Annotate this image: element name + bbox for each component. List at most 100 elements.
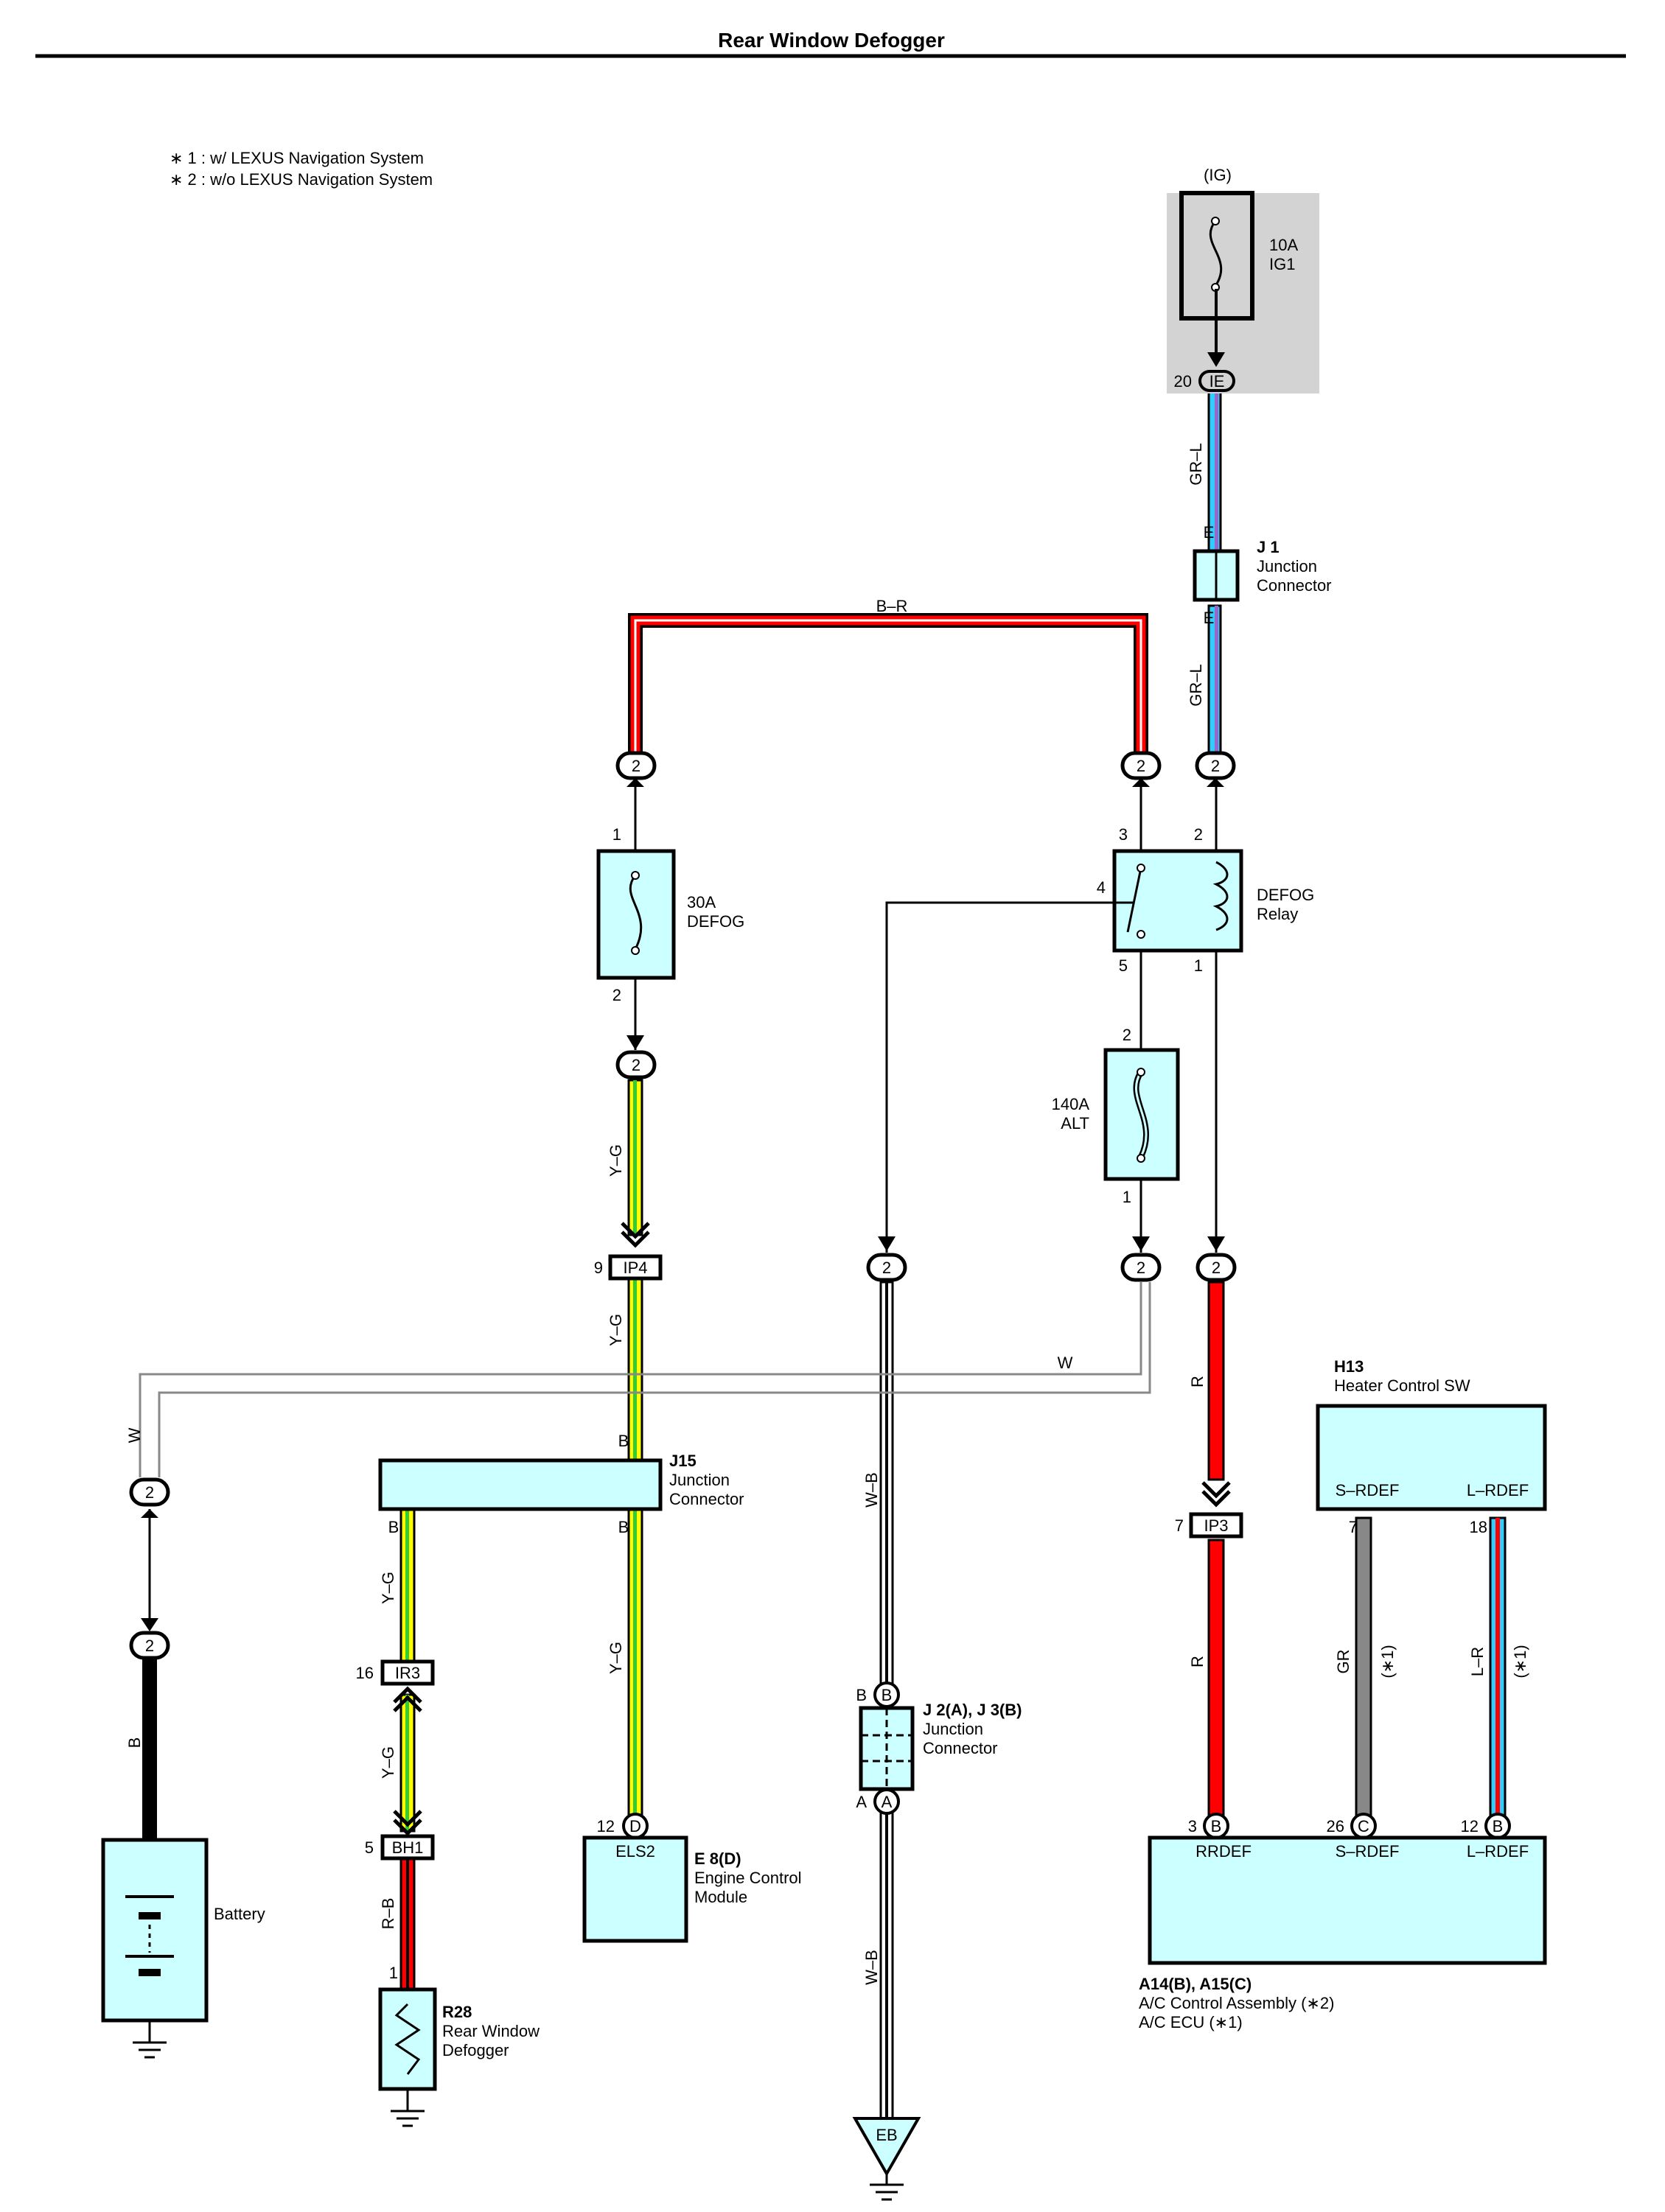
defog-fuse bbox=[596, 849, 676, 980]
ir3-pin: 16 bbox=[356, 1664, 374, 1682]
ig-label: (IG) bbox=[1204, 166, 1232, 184]
j15-pin-bottom: B bbox=[618, 1518, 629, 1536]
wire-r-b bbox=[399, 1857, 416, 1992]
r28-name2: Defogger bbox=[442, 2041, 509, 2059]
svg-text:2: 2 bbox=[1137, 1259, 1145, 1277]
connector-y-g-top: 2 bbox=[615, 1050, 657, 1079]
j2-pin-top-label: B bbox=[856, 1686, 867, 1704]
wire-label-l-r-note: (∗1) bbox=[1511, 1645, 1529, 1678]
wire-label-gr-note: (∗1) bbox=[1378, 1645, 1397, 1678]
wire-r bbox=[1207, 1281, 1225, 1829]
ip4-arrow bbox=[621, 1222, 650, 1248]
wire-label-b: B bbox=[125, 1737, 144, 1749]
j2-pin-bottom-letter: A bbox=[882, 1793, 893, 1811]
r28-name1: Rear Window bbox=[442, 2022, 540, 2040]
j1-code: J 1 bbox=[1257, 538, 1280, 556]
arrow-up-battery bbox=[141, 1509, 158, 1518]
ip4-pin: 9 bbox=[594, 1259, 603, 1277]
ground-eb bbox=[852, 2117, 921, 2201]
ip4-code: IP4 bbox=[623, 1259, 647, 1277]
note-2: ∗ 2 : w/o LEXUS Navigation System bbox=[170, 170, 433, 189]
ip3-pin: 7 bbox=[1175, 1516, 1184, 1535]
connector-battery-bottom: 2 bbox=[129, 1631, 170, 1660]
relay-pin2: 2 bbox=[1194, 825, 1203, 844]
ac-code: A14(B), A15(C) bbox=[1139, 1975, 1252, 1993]
defog-fuse-pin-bottom: 2 bbox=[612, 986, 621, 1004]
wire-label-y-g-3: Y–G bbox=[607, 1642, 625, 1674]
wire-label-l-r: L–R bbox=[1468, 1647, 1487, 1676]
h13-pin2: 18 bbox=[1470, 1518, 1487, 1536]
note-1: ∗ 1 : w/ LEXUS Navigation System bbox=[170, 149, 424, 167]
wire-label-y-g-5: Y–G bbox=[379, 1746, 397, 1779]
bh1-pin: 5 bbox=[365, 1838, 374, 1857]
bh1-code: BH1 bbox=[392, 1838, 424, 1857]
arrow-up-relay3 bbox=[1132, 778, 1150, 787]
j2-pin-bottom-connector bbox=[873, 1788, 900, 1815]
j15-name2: Connector bbox=[669, 1490, 744, 1508]
wire-label-r-2: R bbox=[1188, 1656, 1207, 1667]
wire-gr bbox=[1355, 1516, 1372, 1829]
ac-name2: A/C ECU (∗1) bbox=[1139, 2013, 1243, 2031]
ie-connector bbox=[1198, 370, 1235, 392]
connector-b-r-left: 2 bbox=[615, 751, 657, 780]
bh1-arrow bbox=[393, 1810, 422, 1836]
svg-text:2: 2 bbox=[1211, 757, 1220, 775]
connector-battery-top: 2 bbox=[129, 1477, 170, 1507]
relay-name1: DEFOG bbox=[1257, 886, 1314, 904]
ac-pin-number-2: 26 bbox=[1327, 1817, 1344, 1835]
wire-label-r-1: R bbox=[1188, 1376, 1207, 1387]
svg-text:2: 2 bbox=[632, 757, 640, 775]
ac-term-lrdef: L–RDEF bbox=[1467, 1842, 1529, 1861]
ig-fuse-box bbox=[1167, 191, 1319, 393]
connector-b-r-right: 2 bbox=[1120, 751, 1162, 780]
wire-label-r-b: R–B bbox=[379, 1898, 397, 1930]
r28-code: R28 bbox=[442, 2003, 472, 2021]
wire-label-y-g-1: Y–G bbox=[607, 1144, 625, 1177]
battery bbox=[101, 1838, 209, 2059]
j15-pin-left: B bbox=[388, 1518, 399, 1536]
page-title: Rear Window Defogger bbox=[718, 29, 945, 52]
arrow-down-r bbox=[1207, 1236, 1225, 1251]
ip3-code: IP3 bbox=[1204, 1516, 1228, 1535]
r28-pin: 1 bbox=[389, 1964, 398, 1982]
relay-pin5: 5 bbox=[1119, 956, 1128, 975]
defog-fuse-name: DEFOG bbox=[687, 912, 744, 931]
svg-text:C: C bbox=[1358, 1817, 1369, 1835]
ir3-arrow bbox=[393, 1686, 422, 1712]
alt-fuse-pin-top: 2 bbox=[1123, 1026, 1131, 1044]
defog-fuse-rating: 30A bbox=[687, 893, 716, 911]
j1-pin-top: E bbox=[1204, 523, 1215, 542]
relay-name2: Relay bbox=[1257, 905, 1298, 923]
bh1-connector bbox=[380, 1834, 435, 1861]
wire-label-y-g-4: Y–G bbox=[379, 1572, 397, 1604]
j2-j3-junction bbox=[859, 1706, 915, 1791]
arrow-down-wb bbox=[878, 1236, 896, 1251]
wire-label-w-b-1: W–B bbox=[862, 1472, 881, 1508]
ac-pin-srdef: C bbox=[1350, 1813, 1377, 1839]
j2-pin-bottom-label: A bbox=[856, 1793, 867, 1811]
connector-r: 2 bbox=[1195, 1253, 1237, 1282]
ip3-connector bbox=[1189, 1512, 1243, 1539]
wire-label-b-r: B–R bbox=[876, 597, 908, 615]
ir3-code: IR3 bbox=[395, 1664, 420, 1682]
wire-label-gr-l-2: GR–L bbox=[1187, 664, 1205, 706]
wire-label-gr: GR bbox=[1334, 1650, 1352, 1674]
j2-pin-top-letter: B bbox=[882, 1686, 893, 1704]
wire-label-w-b-2: W–B bbox=[862, 1950, 881, 1985]
ac-pin-number-3: 12 bbox=[1461, 1817, 1479, 1835]
relay-pin1: 1 bbox=[1194, 956, 1203, 975]
wire-gr-l bbox=[1207, 389, 1222, 763]
wire-b-r bbox=[628, 613, 1148, 752]
j2-name2: Connector bbox=[923, 1739, 998, 1757]
h13-term1: S–RDEF bbox=[1336, 1481, 1400, 1499]
j15-pin-top: B bbox=[618, 1432, 629, 1450]
j15-name1: Junction bbox=[669, 1471, 730, 1489]
ecm-terminal: ELS2 bbox=[615, 1842, 655, 1861]
ac-term-srdef: S–RDEF bbox=[1336, 1842, 1400, 1861]
svg-text:2: 2 bbox=[632, 1056, 640, 1074]
arrow-down-battery bbox=[141, 1618, 158, 1631]
connector-w-b: 2 bbox=[866, 1253, 907, 1282]
wire-label-y-g-2: Y–G bbox=[607, 1314, 625, 1346]
connector-gr-l: 2 bbox=[1195, 751, 1236, 780]
